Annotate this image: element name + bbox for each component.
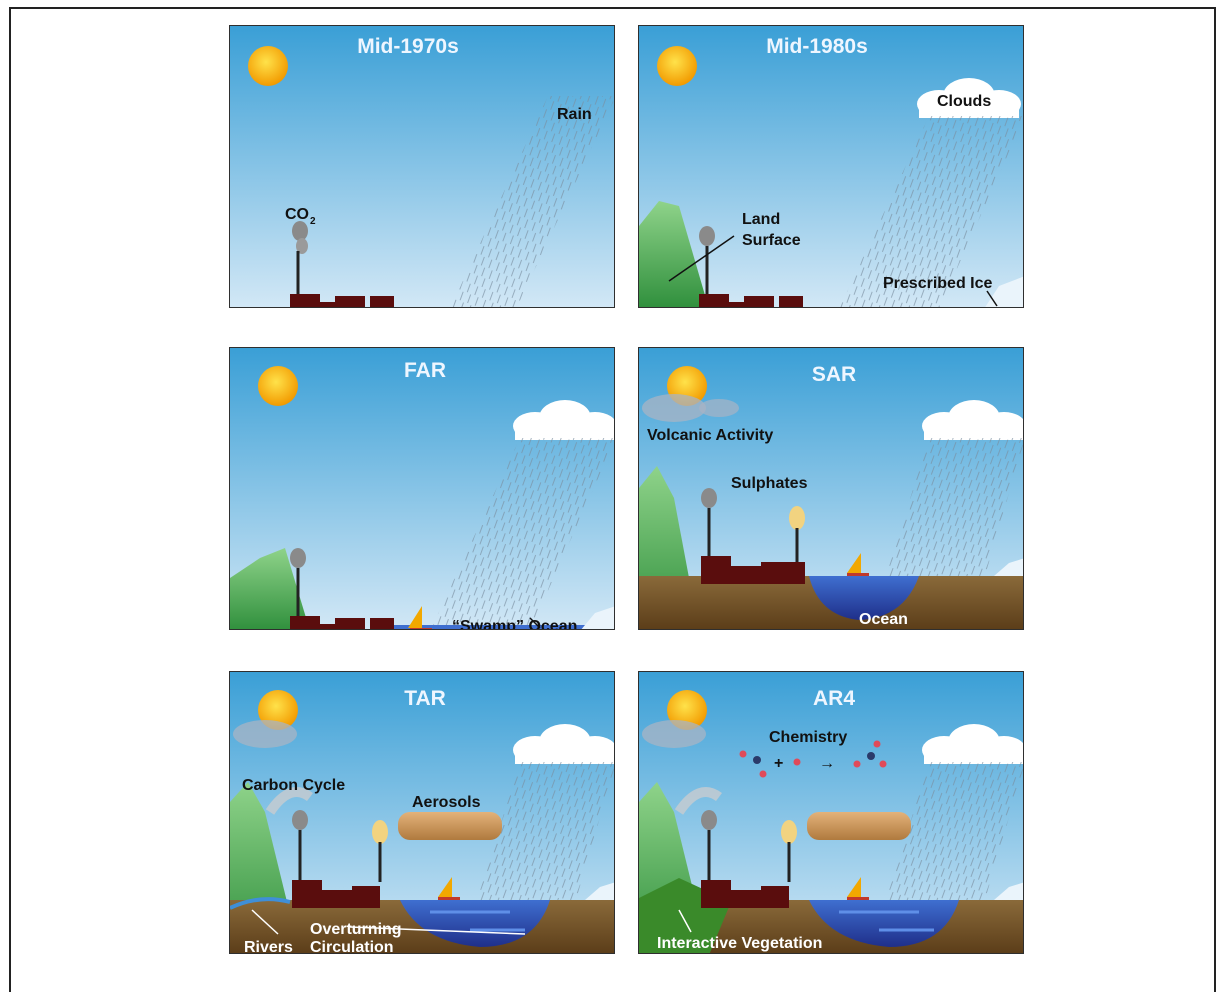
panel-title: AR4 xyxy=(813,687,855,710)
land-label-line2: Surface xyxy=(742,232,801,249)
overturning-label-line1: Overturning xyxy=(310,921,402,938)
sulphate-plume-icon xyxy=(789,506,805,566)
chemistry-arrow: → xyxy=(819,755,835,772)
sailboat-icon xyxy=(847,877,869,900)
interactive-vegetation-label: Interactive Vegetation xyxy=(657,935,822,952)
swamp-ocean-label: “Swamp” Ocean xyxy=(452,618,577,630)
sulphate-plume-icon xyxy=(372,820,388,882)
sun-icon xyxy=(258,366,298,406)
overturning-label-line2: Circulation xyxy=(310,939,394,954)
factory-icon xyxy=(290,294,394,307)
carbon-cycle-arrow-icon xyxy=(265,787,313,815)
circulation-arrows xyxy=(430,910,525,932)
panel-title: Mid-1980s xyxy=(766,35,868,58)
factory-icon xyxy=(699,294,803,307)
sun-icon xyxy=(667,690,707,730)
carbon-cycle-label: Carbon Cycle xyxy=(242,777,345,794)
ice-icon xyxy=(585,882,614,900)
volcanic-plume-icon xyxy=(642,720,706,748)
cloud-icon xyxy=(917,78,1021,118)
smoke-icon xyxy=(701,810,717,882)
aerosol-cloud-icon xyxy=(807,812,911,840)
panel-far: FAR “Swamp” Ocean xyxy=(229,347,615,630)
sailboat-icon xyxy=(408,606,432,629)
co2-subscript: 2 xyxy=(310,216,316,227)
smoke-icon xyxy=(292,810,308,882)
panel-title: Mid-1970s xyxy=(357,35,459,58)
factory-icon xyxy=(290,616,394,629)
ice-icon xyxy=(994,558,1023,576)
smoke-icon xyxy=(701,488,717,558)
sulphates-label: Sulphates xyxy=(731,475,808,492)
ice-icon xyxy=(581,606,614,629)
chemistry-plus: + xyxy=(774,755,783,772)
panel-title: SAR xyxy=(812,363,856,386)
rain-icon xyxy=(430,438,614,629)
factory-icon xyxy=(701,556,805,584)
cloud-icon xyxy=(922,400,1023,440)
clouds-label: Clouds xyxy=(937,93,991,110)
mountain-icon xyxy=(639,201,709,307)
land-pointer xyxy=(668,235,735,282)
chemistry-label: Chemistry xyxy=(769,729,847,746)
mountain-icon xyxy=(230,548,310,629)
panel-sar: SAR Volcanic Activity Sulphates Ocean xyxy=(638,347,1024,630)
panel-mid-1970s: Mid-1970s Rain CO 2 xyxy=(229,25,615,308)
volcanic-plume-icon xyxy=(233,720,297,748)
co2-label: CO xyxy=(285,206,309,223)
river-icon xyxy=(230,897,291,910)
rivers-label: Rivers xyxy=(244,939,293,954)
rain-icon xyxy=(450,96,614,307)
panel-ar4: AR4 Chemistry + → Interactive Vegetation xyxy=(638,671,1024,954)
cloud-icon xyxy=(513,724,614,764)
ice-pointer xyxy=(986,290,998,307)
panel-tar: TAR Carbon Cycle Aerosols Rivers Overtur… xyxy=(229,671,615,954)
rain-label: Rain xyxy=(557,106,592,123)
rivers-pointer xyxy=(251,909,279,935)
carbon-cycle-arrow-icon xyxy=(674,787,722,815)
swamp-ocean xyxy=(390,625,614,629)
panel-title: TAR xyxy=(404,687,446,710)
panel-title: FAR xyxy=(404,359,446,382)
sailboat-icon xyxy=(438,877,460,900)
sun-icon xyxy=(657,46,697,86)
figure-frame xyxy=(9,7,1216,992)
factory-icon xyxy=(701,880,789,908)
smoke-icon xyxy=(292,221,308,296)
sulphate-plume-icon xyxy=(781,820,797,882)
circulation-arrows xyxy=(839,910,934,932)
sun-icon xyxy=(248,46,288,86)
panel-mid-1980s: Mid-1980s Clouds Land Surface Prescribed… xyxy=(638,25,1024,308)
rain-icon xyxy=(839,116,1023,307)
molecule-icon xyxy=(739,740,887,778)
factory-icon xyxy=(292,880,380,908)
aerosol-cloud-icon xyxy=(398,812,502,840)
volcanic-activity-label: Volcanic Activity xyxy=(647,427,773,444)
overturning-pointer xyxy=(349,926,526,935)
land-label-line1: Land xyxy=(742,211,780,228)
sun-icon xyxy=(258,690,298,730)
cloud-icon xyxy=(922,724,1023,764)
ocean-basin xyxy=(809,576,919,620)
aerosols-label: Aerosols xyxy=(412,794,481,811)
vegetation-pointer xyxy=(678,909,692,933)
ice-icon xyxy=(994,882,1023,900)
cloud-icon xyxy=(513,400,614,440)
sailboat-icon xyxy=(847,553,869,576)
volcanic-plume-icon xyxy=(642,394,739,422)
smoke-icon xyxy=(290,548,306,618)
ocean-label: Ocean xyxy=(859,611,908,628)
swamp-pointer xyxy=(529,617,541,629)
ice-label: Prescribed Ice xyxy=(883,275,993,292)
ice-icon xyxy=(985,276,1023,307)
